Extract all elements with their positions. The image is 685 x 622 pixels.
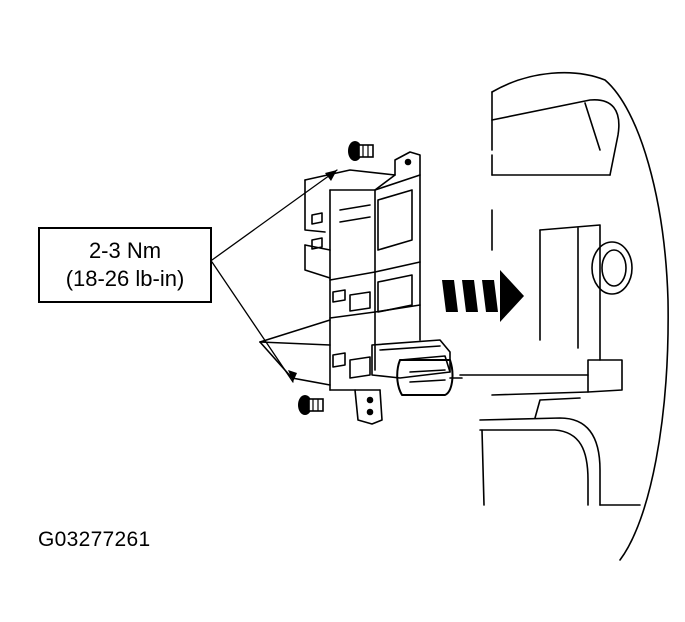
screw-icon [298, 395, 324, 415]
figure-id: G03277261 [38, 528, 151, 551]
bracket-module [259, 151, 463, 425]
install-direction-arrow [442, 270, 524, 322]
leader-lines [211, 169, 338, 383]
screw-icon [348, 141, 374, 161]
torque-callout: 2-3 Nm (18-26 lb-in) [38, 227, 212, 303]
torque-lbin-label: (18-26 lb-in) [65, 266, 185, 291]
instrument-panel [459, 71, 669, 561]
torque-nm-label: 2-3 Nm [88, 238, 162, 263]
